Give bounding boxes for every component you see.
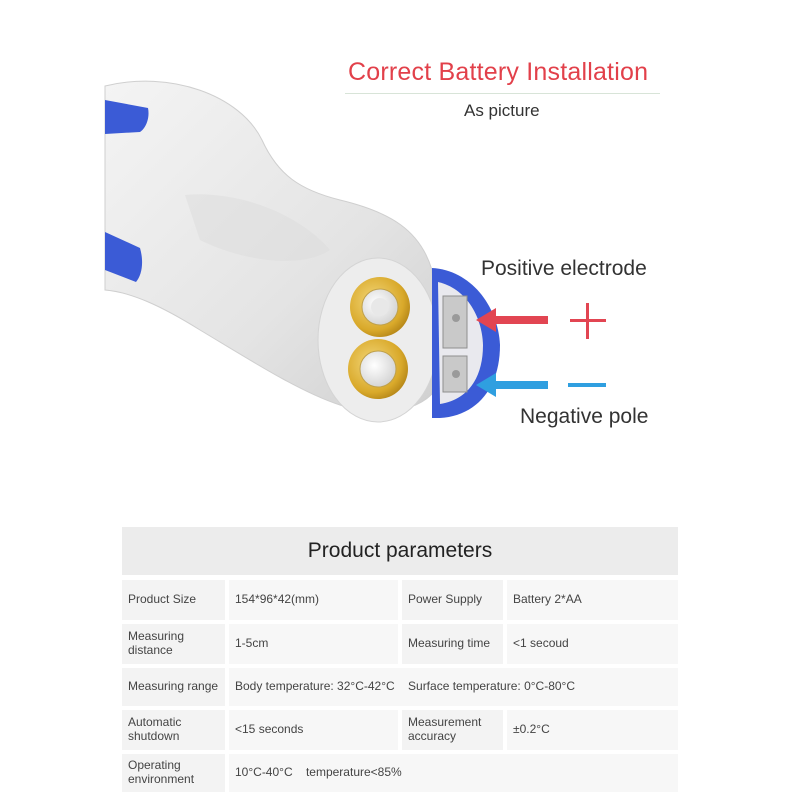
arrow-negative-icon [476, 373, 548, 397]
table-cell-value: ±0.2°C [507, 710, 678, 750]
positive-electrode-label: Positive electrode [481, 257, 647, 280]
parameters-heading: Product parameters [122, 527, 678, 575]
product-parameters-table: Product parameters Product Size 154*96*4… [122, 527, 678, 792]
table-cell-value: Body temperature: 32°C-42°C Surface temp… [229, 668, 678, 706]
table-cell-label: Measuring range [122, 668, 225, 706]
table-cell-label: Product Size [122, 580, 225, 620]
table-cell-label: Measurement accuracy [402, 710, 503, 750]
page-subtitle: As picture [464, 101, 540, 120]
parameters-heading-text: Product parameters [307, 539, 493, 562]
plus-icon [570, 303, 606, 339]
blue-trim-top [105, 100, 149, 134]
battery-bottom [348, 339, 408, 399]
page-title: Correct Battery Installation [348, 58, 649, 86]
table-cell-label: Measuring time [402, 624, 503, 664]
negative-pole-label: Negative pole [520, 405, 649, 428]
product-photo-area: Correct Battery Installation As picture … [104, 58, 660, 428]
table-cell-label: Measuring distance [122, 624, 225, 664]
battery-top [350, 277, 410, 337]
table-cell-value: 154*96*42(mm) [229, 580, 398, 620]
table-cell-label: Power Supply [402, 580, 503, 620]
title-underline [345, 93, 660, 94]
table-cell-label: Automatic shutdown [122, 710, 225, 750]
blue-trim-side [105, 232, 143, 282]
table-cell-value: Battery 2*AA [507, 580, 678, 620]
minus-icon [568, 383, 606, 387]
table-cell-value: 1-5cm [229, 624, 398, 664]
table-cell-value: 10°C-40°C temperature<85% [229, 754, 678, 792]
table-cell-value: <1 secoud [507, 624, 678, 664]
thermometer-illustration [104, 80, 606, 423]
arrow-positive-icon [476, 308, 548, 332]
table-cell-value: <15 seconds [229, 710, 398, 750]
table-cell-label: Operating environment [122, 754, 225, 792]
